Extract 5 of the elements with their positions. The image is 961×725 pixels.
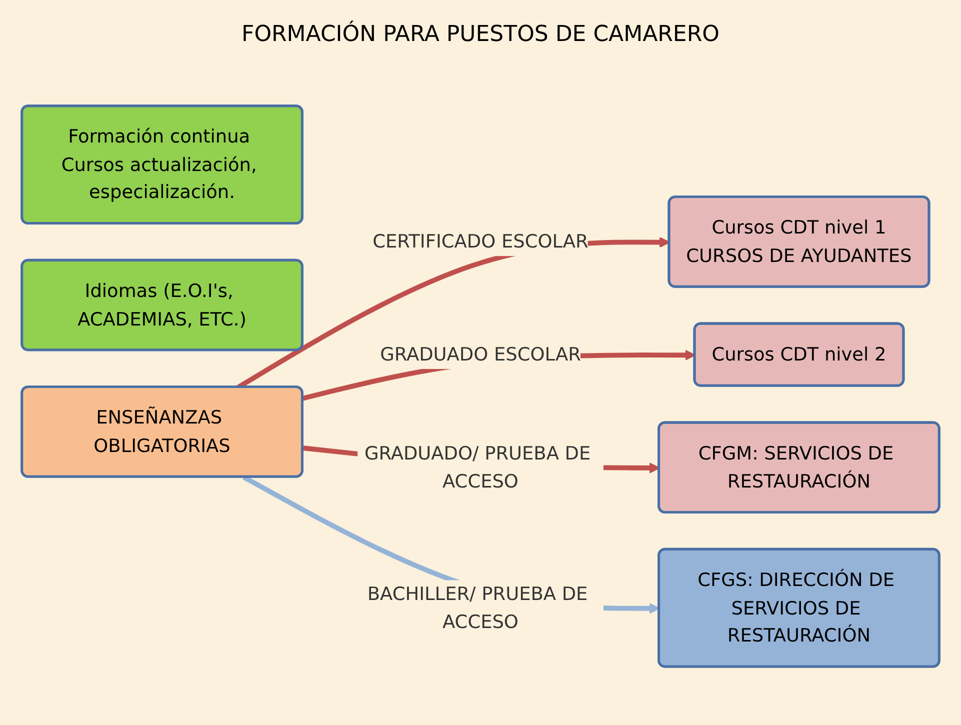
edge-label: BACHILLER/ PRUEBA DE ACCESO [367, 582, 588, 632]
edge-label: GRADUADO/ PRUEBA DE ACCESO [364, 442, 591, 492]
edge-label: GRADUADO ESCOLAR [380, 342, 581, 366]
diagram-title: FORMACIÓN PARA PUESTOS DE CAMARERO [242, 22, 720, 47]
edge-label: CERTIFICADO ESCOLAR [372, 230, 588, 252]
